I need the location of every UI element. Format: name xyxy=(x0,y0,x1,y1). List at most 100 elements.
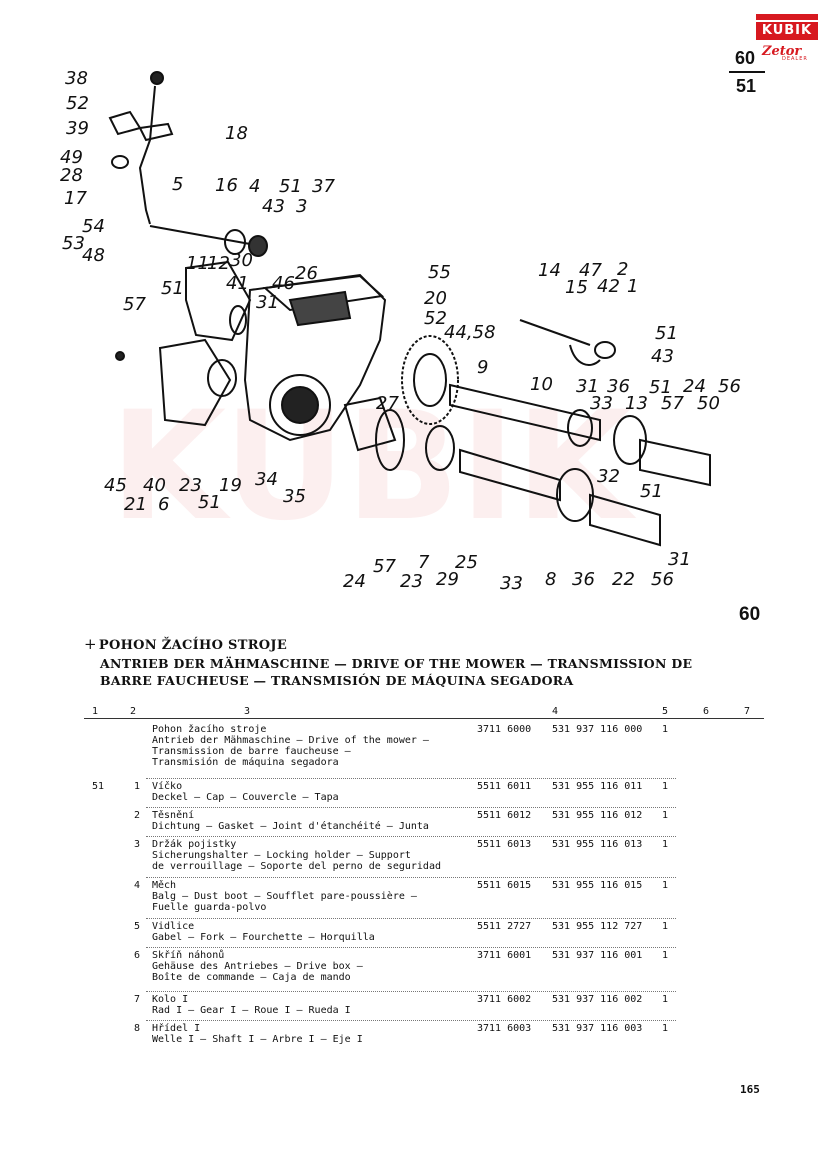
row-description-line: Kolo I xyxy=(152,994,189,1005)
row-description-line: Těsnění xyxy=(152,810,195,821)
callout-23: 23 xyxy=(179,475,202,496)
callout-57: 57 xyxy=(123,294,146,315)
col-3-header: 3 xyxy=(244,706,251,717)
tube-lower-part xyxy=(589,493,661,547)
callout-57: 57 xyxy=(661,393,684,414)
section-number: 60 xyxy=(739,604,761,625)
row-position: 5 xyxy=(134,921,141,932)
side-seal-part xyxy=(229,305,247,335)
end-cover-part xyxy=(158,338,232,427)
row-description-line: Víčko xyxy=(152,781,183,792)
callout-40: 40 xyxy=(143,475,166,496)
row-quantity: 1 xyxy=(662,950,669,961)
housing-opening-part xyxy=(288,290,352,327)
row-code: 5511 6011 xyxy=(477,781,532,792)
row-position: 8 xyxy=(134,1023,141,1034)
callout-51: 51 xyxy=(640,481,663,502)
callout-52: 52 xyxy=(424,308,447,329)
row-description-line: Rad I — Gear I — Roue I — Rueda I xyxy=(152,1005,351,1016)
knob-part xyxy=(150,71,164,85)
callout-36: 36 xyxy=(572,569,595,590)
callout-14: 14 xyxy=(538,260,561,281)
callout-25: 25 xyxy=(455,552,478,573)
row-code: 5511 2727 xyxy=(477,921,532,932)
callout-46: 46 xyxy=(272,273,295,294)
col-7-header: 7 xyxy=(744,706,751,717)
callout-11: 11 xyxy=(186,253,209,274)
row-separator xyxy=(146,877,676,879)
row-part-number: 531 937 116 000 xyxy=(552,724,643,735)
row-part-number: 531 955 116 011 xyxy=(552,781,643,792)
callout-51: 51 xyxy=(198,492,221,513)
callout-3: 3 xyxy=(296,196,307,217)
housing-bore-part xyxy=(269,374,331,436)
shaft-upper-part xyxy=(449,383,601,442)
col-2-header: 2 xyxy=(130,706,137,717)
row-separator xyxy=(146,836,676,838)
shaft-lower-part xyxy=(459,448,561,502)
row-separator xyxy=(146,807,676,809)
callout-55: 55 xyxy=(428,262,451,283)
row-description-line: Welle I — Shaft I — Arbre I — Eje I xyxy=(152,1034,363,1045)
row-part-number: 531 955 116 015 xyxy=(552,880,643,891)
row-separator xyxy=(146,991,676,993)
bearing-upper-part xyxy=(567,409,593,447)
col-4-header: 4 xyxy=(552,706,559,717)
row-part-number: 531 937 116 001 xyxy=(552,950,643,961)
gasket-part xyxy=(343,396,397,452)
side-cover-part xyxy=(185,260,252,342)
row-part-number: 531 955 116 013 xyxy=(552,839,643,850)
callout-31: 31 xyxy=(256,292,279,313)
col-5-header: 5 xyxy=(662,706,669,717)
callout-26: 26 xyxy=(295,263,318,284)
callout-2: 2 xyxy=(617,259,628,280)
callout-48: 48 xyxy=(82,245,105,266)
row-position: 1 xyxy=(134,781,141,792)
callout-57: 57 xyxy=(373,556,396,577)
fork-rod-part xyxy=(519,319,591,346)
callout-19: 19 xyxy=(219,475,242,496)
table-header-rule xyxy=(84,718,764,719)
callout-30: 30 xyxy=(230,250,253,271)
row-description-line: Balg — Dust boot — Soufflet pare-poussiè… xyxy=(152,891,417,902)
callout-28: 28 xyxy=(60,165,83,186)
callout-31: 31 xyxy=(668,549,691,570)
callout-4: 4 xyxy=(249,176,260,197)
washer-part xyxy=(111,155,129,169)
callout-33: 33 xyxy=(500,573,523,594)
callout-51: 51 xyxy=(655,323,678,344)
callout-50: 50 xyxy=(697,393,720,414)
row-description-line: Držák pojistky xyxy=(152,839,237,850)
row-part-number: 531 937 116 002 xyxy=(552,994,643,1005)
row-code: 5511 6013 xyxy=(477,839,532,850)
holder-part xyxy=(594,341,616,359)
callout-9: 9 xyxy=(477,357,488,378)
callout-47: 47 xyxy=(579,260,602,281)
callout-45: 45 xyxy=(104,475,127,496)
row-description-line: Gehäuse des Antriebes — Drive box — xyxy=(152,961,363,972)
callout-52: 52 xyxy=(66,93,89,114)
row-code: 3711 6003 xyxy=(477,1023,532,1034)
callout-1: 1 xyxy=(627,276,638,297)
row-description-line: Sicherungshalter — Locking holder — Supp… xyxy=(152,850,411,861)
callout-53: 53 xyxy=(62,233,85,254)
fork-hook-part xyxy=(569,344,601,366)
flange-upper-part xyxy=(613,415,647,465)
page-ref-bottom: 51 xyxy=(736,76,757,96)
housing-top-part xyxy=(262,274,385,312)
row-quantity: 1 xyxy=(662,921,669,932)
callout-13: 13 xyxy=(625,393,648,414)
